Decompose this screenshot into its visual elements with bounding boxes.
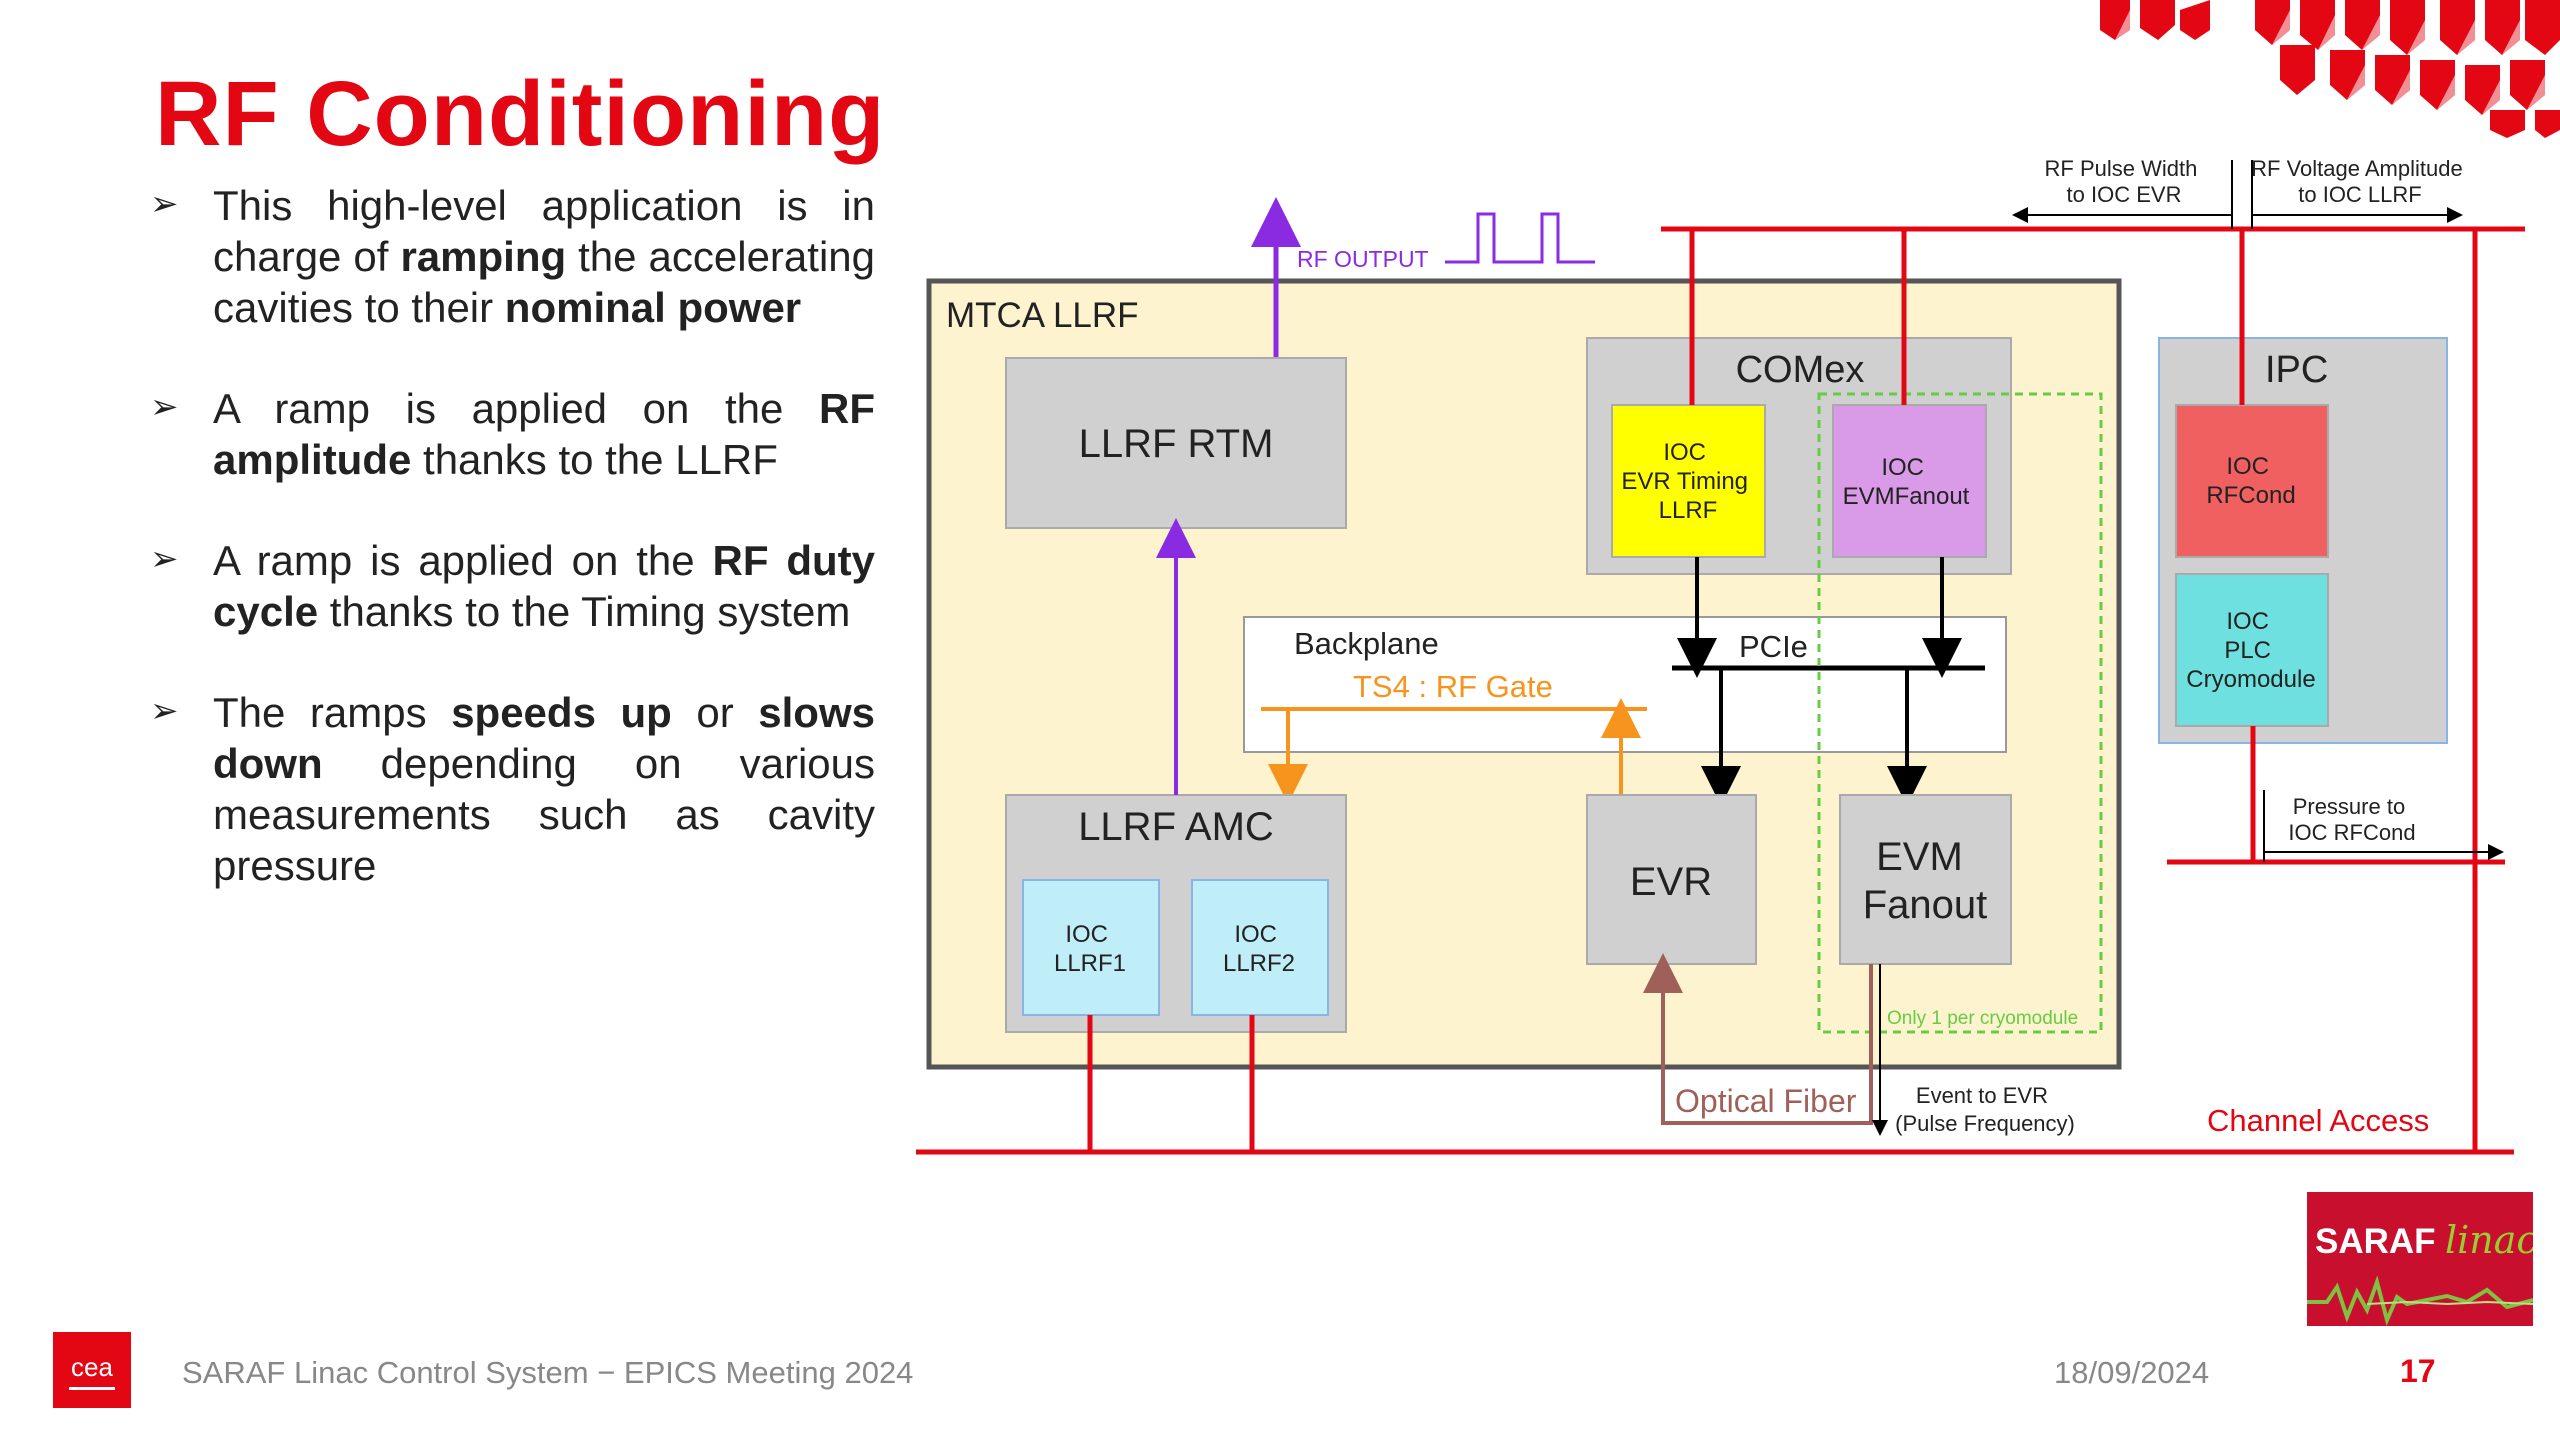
backplane-label: Backplane (1294, 626, 1439, 661)
arrow-bullet-icon: ➢ (150, 692, 179, 730)
ioc-evr-timing-box (1611, 404, 1766, 558)
bullet-item: ➢ This high-level application is in char… (150, 180, 875, 333)
pressure-text: Pressure to IOC RFCond (2288, 794, 2415, 845)
ioc-evr-timing-text: IOC EVR Timing LLRF (1621, 439, 1754, 524)
ioc-llrf1-box (1022, 879, 1160, 1016)
bullet-text: A ramp is applied on the RF duty cycle t… (213, 537, 875, 635)
arrow-bullet-icon: ➢ (150, 540, 179, 578)
evr-label: EVR (1630, 860, 1712, 904)
footer-meeting-text: SARAF Linac Control System − EPICS Meeti… (182, 1355, 914, 1390)
ioc-plc-text: IOC PLC Cryomodule (2186, 608, 2315, 693)
footer-date: 18/09/2024 (2054, 1355, 2210, 1390)
ioc-evmfanout-text: IOC EVMFanout (1843, 454, 1970, 510)
llrf-rtm-label: LLRF RTM (1079, 422, 1274, 466)
ts4-gate-label: TS4 : RF Gate (1353, 669, 1553, 704)
ioc-evmfanout-box (1832, 404, 1987, 558)
optical-fiber-label: Optical Fiber (1675, 1083, 1857, 1119)
ipc-label: IPC (2265, 349, 2328, 391)
ioc-rfcond-box (2175, 404, 2329, 558)
bullet-text: The ramps speeds up or slows down depend… (213, 689, 875, 889)
bullet-item: ➢ A ramp is applied on the RF amplitude … (150, 383, 875, 485)
comex-label: COMex (1736, 349, 1865, 391)
llrf-rtm-module (1005, 357, 1347, 529)
channel-access-label: Channel Access (2207, 1103, 2429, 1138)
arrow-bullet-icon: ➢ (150, 388, 179, 426)
mtca-llrf-label: MTCA LLRF (946, 296, 1139, 335)
ioc-plc-box (2175, 573, 2329, 727)
evm-fanout-label: EVM Fanout (1863, 835, 1988, 927)
optical-fiber-line (1643, 953, 1873, 1125)
only-one-label: Only 1 per cryomodule (1887, 1008, 2078, 1029)
bullet-text: This high-level application is in charge… (213, 182, 875, 331)
ioc-llrf2-text: IOC LLRF2 (1223, 921, 1295, 977)
saraf-linac-logo: SARAF linac (2307, 1192, 2533, 1326)
rf-output-label: RF OUTPUT (1297, 246, 1429, 272)
ioc-rfcond-text: IOC RFCond (2206, 453, 2295, 509)
bullet-item: ➢ The ramps speeds up or slows down depe… (150, 687, 875, 891)
event-to-evr-text: Event to EVR (Pulse Frequency) (1895, 1083, 2075, 1136)
ioc-llrf1-text: IOC LLRF1 (1054, 921, 1126, 977)
arrow-bullet-icon: ➢ (150, 185, 179, 223)
cea-logo: cea (53, 1332, 131, 1408)
bullet-list: ➢ This high-level application is in char… (150, 180, 875, 941)
evr-module (1586, 794, 1757, 965)
ioc-llrf2-box (1191, 879, 1329, 1016)
slide-title: RF Conditioning (155, 63, 886, 165)
rf-pulse-width-text: RF Pulse Width to IOC EVR (2045, 156, 2204, 207)
bullet-item: ➢ A ramp is applied on the RF duty cycle… (150, 535, 875, 637)
llrf-amc-label: LLRF AMC (1078, 805, 1274, 849)
corner-cube-pattern (2100, 0, 2560, 138)
waveform-icon (2307, 1275, 2533, 1326)
rf-voltage-text: RF Voltage Amplitude to IOC LLRF (2251, 156, 2469, 207)
evm-fanout-module (1839, 794, 2012, 965)
cryomodule-dashed-region (1817, 392, 2103, 1034)
pulse-waveform-icon (1445, 212, 1595, 264)
page-number: 17 (2400, 1353, 2436, 1389)
pcie-label: PCIe (1739, 629, 1808, 664)
bullet-text: A ramp is applied on the RF amplitude th… (213, 385, 875, 483)
